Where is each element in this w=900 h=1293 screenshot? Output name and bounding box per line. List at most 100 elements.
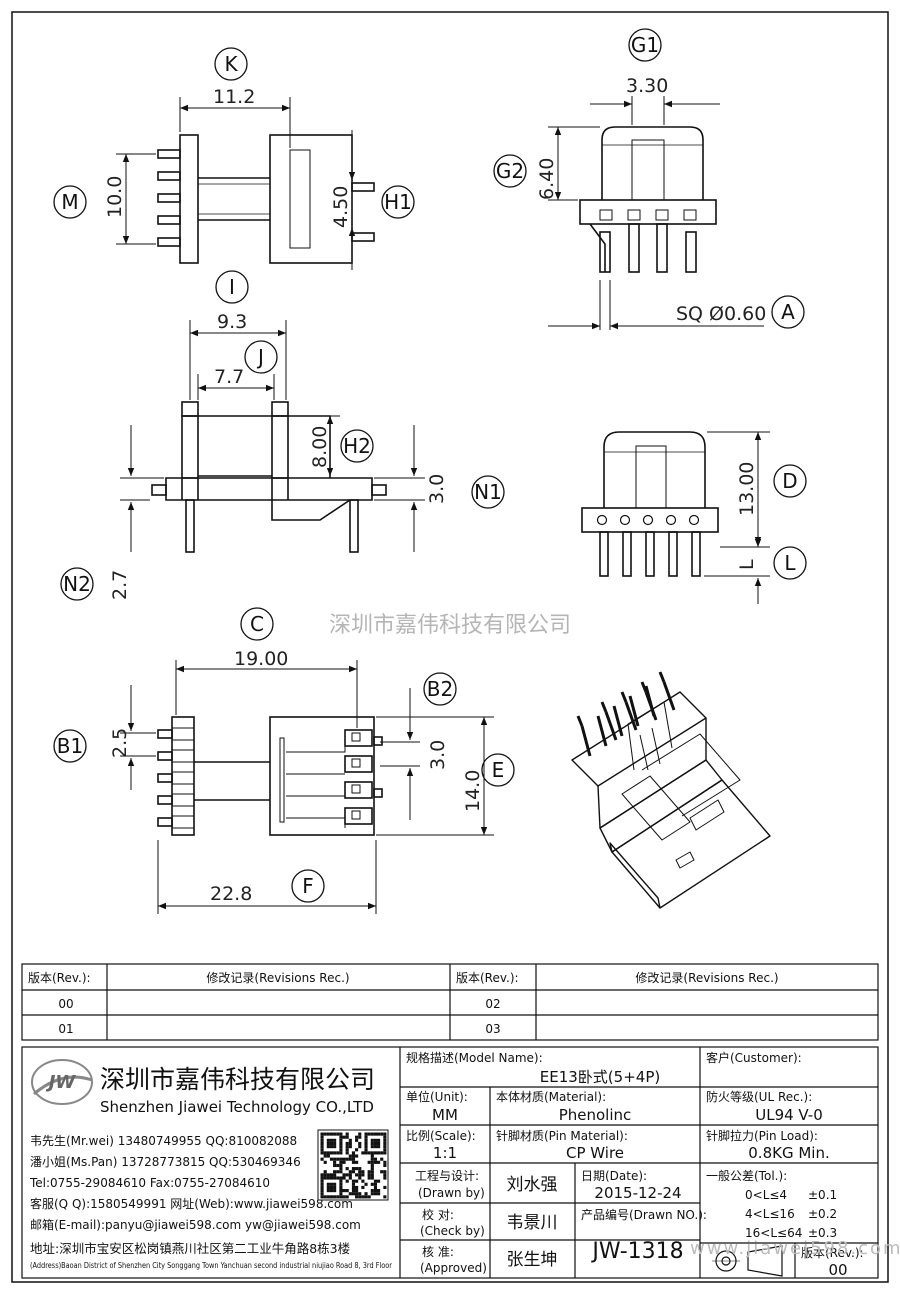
check-by-value: 韦景川	[507, 1213, 558, 1233]
qr-module	[373, 1192, 378, 1196]
unit-value: MM	[432, 1106, 458, 1124]
qr-module	[348, 1154, 352, 1158]
callout-l-label: L	[784, 551, 796, 575]
qr-module	[355, 1154, 359, 1158]
callout-g2-label: G2	[496, 159, 524, 183]
check-by-label-en: (Check by)	[420, 1224, 485, 1238]
title-block-frame	[21, 1046, 879, 1279]
qr-module	[364, 1138, 368, 1142]
qr-module	[370, 1163, 374, 1168]
callout-m-label: M	[61, 190, 78, 214]
qr-module	[383, 1138, 387, 1142]
qr-module	[326, 1151, 330, 1155]
approved-label: 核 准:	[422, 1245, 454, 1259]
qr-module	[339, 1145, 343, 1149]
rec-header-right: 修改记录(Revisions Rec.)	[635, 970, 778, 985]
qr-module	[373, 1151, 378, 1155]
qr-module	[329, 1173, 334, 1177]
qr-module	[339, 1176, 343, 1180]
qr-module	[367, 1151, 371, 1155]
qr-module	[364, 1148, 368, 1152]
qr-module	[339, 1135, 343, 1139]
qr-module	[323, 1176, 327, 1180]
qr-module	[383, 1160, 387, 1164]
qr-module	[342, 1189, 346, 1193]
callout-h1: H1	[381, 185, 415, 219]
qr-module	[373, 1157, 378, 1161]
dim-l-value: L	[736, 559, 758, 570]
qr-module	[370, 1167, 374, 1171]
qr-module	[323, 1173, 327, 1177]
qr-module	[320, 1145, 324, 1149]
qr-module	[380, 1170, 384, 1174]
qr-module	[326, 1173, 330, 1177]
qr-module	[320, 1195, 324, 1199]
qr-module	[345, 1145, 349, 1149]
model-name-label: 规格描述(Model Name):	[406, 1050, 543, 1065]
sheet-border	[11, 11, 889, 1283]
qr-module	[333, 1157, 337, 1161]
qr-module	[373, 1145, 378, 1149]
qr-module	[373, 1182, 378, 1186]
callout-c: C	[240, 607, 274, 641]
qr-module	[383, 1185, 387, 1190]
qr-module	[345, 1141, 349, 1146]
rev-header-left: 版本(Rev.):	[28, 971, 91, 985]
tol-value-3: ±0.3	[808, 1226, 837, 1240]
qr-module	[323, 1132, 327, 1136]
qr-module	[370, 1176, 374, 1180]
qr-module	[320, 1189, 324, 1193]
dim-k-value: 11.2	[213, 86, 255, 108]
qr-module	[333, 1132, 337, 1136]
callout-n1: N1	[471, 475, 505, 509]
qr-module	[329, 1145, 334, 1149]
callout-j: J	[244, 340, 278, 374]
dim-i-value: 9.3	[217, 311, 247, 333]
qr-module	[323, 1160, 327, 1164]
dim-g1-value: 3.30	[626, 75, 668, 97]
qr-module	[377, 1179, 381, 1183]
rev-row-00: 00	[58, 997, 73, 1011]
qr-module	[367, 1176, 371, 1180]
qr-module	[351, 1185, 356, 1190]
qr-module	[373, 1160, 378, 1164]
qr-module	[377, 1145, 381, 1149]
callout-n1-label: N1	[474, 480, 502, 504]
callout-a: A	[771, 295, 805, 329]
qr-module	[383, 1135, 387, 1139]
qr-module	[342, 1135, 346, 1139]
drawn-by-value: 刘水强	[507, 1175, 558, 1195]
qr-module	[377, 1138, 381, 1142]
pin-load-value: 0.8KG Min.	[748, 1144, 829, 1162]
qr-module	[364, 1192, 368, 1196]
qr-module	[370, 1173, 374, 1177]
qr-module	[345, 1173, 349, 1177]
qr-module	[320, 1135, 324, 1139]
qr-module	[326, 1185, 330, 1190]
front-view	[581, 431, 719, 577]
callout-g1-label: G1	[631, 33, 659, 57]
qr-module	[333, 1163, 337, 1168]
qr-module	[370, 1182, 374, 1186]
rev-row-02: 02	[485, 997, 500, 1011]
qr-module	[361, 1195, 365, 1199]
qr-module	[336, 1163, 340, 1168]
qr-module	[367, 1173, 371, 1177]
bottom-view	[157, 716, 383, 836]
tol-range-1: 0<L≤4	[745, 1188, 787, 1202]
dim-h2-value: 8.00	[309, 426, 331, 468]
qr-module	[333, 1195, 337, 1199]
qr-module	[342, 1157, 346, 1161]
qr-module	[329, 1151, 334, 1155]
qr-module	[370, 1170, 374, 1174]
qr-module	[370, 1189, 374, 1193]
rev-header-right: 版本(Rev.):	[456, 971, 519, 985]
qr-module	[348, 1138, 352, 1142]
qr-module	[383, 1151, 387, 1155]
dim-b1-value: 2.5	[109, 728, 131, 758]
unit-label: 单位(Unit):	[406, 1089, 468, 1104]
version-value: 00	[828, 1261, 847, 1279]
qr-module	[383, 1132, 387, 1136]
drawn-by-label: 工程与设计:	[415, 1168, 479, 1183]
